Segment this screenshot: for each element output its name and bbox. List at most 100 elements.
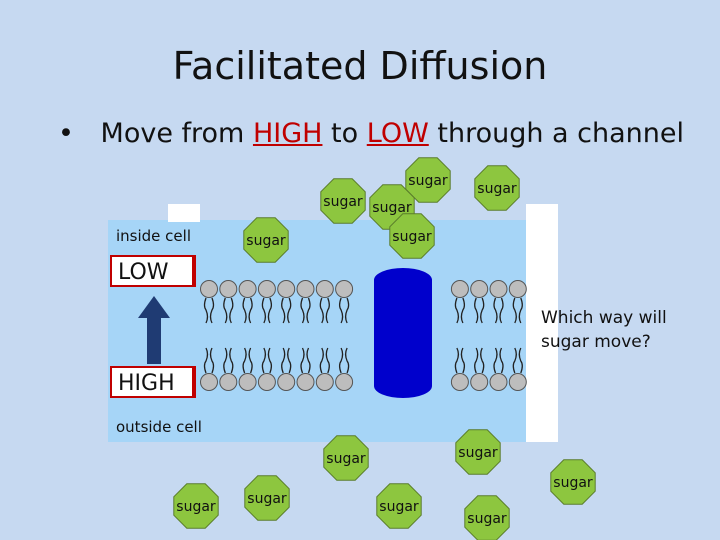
phospholipid-head <box>315 280 334 298</box>
lipid-tail <box>267 347 273 374</box>
phospholipid-head <box>200 373 218 391</box>
phospholipid-head <box>450 280 469 298</box>
lipid-tail <box>209 297 215 324</box>
lipid-tail <box>223 297 228 324</box>
phospholipid-head <box>470 280 489 298</box>
lipid-tail <box>474 297 479 324</box>
lipid-tail <box>493 347 498 374</box>
sugar-label: sugar <box>323 194 363 210</box>
sugar-molecule <box>474 165 520 211</box>
phospholipid-head <box>257 280 276 298</box>
lipid-tail <box>338 347 344 374</box>
lipid-tail <box>287 297 292 324</box>
up-arrow <box>138 296 170 364</box>
lipid-tail <box>306 347 311 374</box>
phospholipid-head <box>508 280 527 298</box>
sugar-molecule <box>405 157 451 203</box>
lipid-tail <box>261 347 267 374</box>
sugar-label: sugar <box>392 229 432 245</box>
question-text: Which way will sugar move? <box>541 306 667 354</box>
arrow-shaft <box>147 318 161 364</box>
lipid-tail <box>306 297 311 324</box>
phospholipid-head <box>277 280 296 298</box>
lipid-tail <box>287 347 292 374</box>
bullet-text-pre: Move from <box>100 118 245 149</box>
lipid-tail <box>512 297 517 324</box>
question-line-2: sugar move? <box>541 332 651 352</box>
sugar-molecule <box>320 178 366 224</box>
sugar-label: sugar <box>247 491 287 507</box>
sugar-label: sugar <box>408 173 448 189</box>
sugar-molecule <box>376 483 422 529</box>
outside-cell-label: outside cell <box>116 418 202 436</box>
lipid-tail <box>223 347 228 374</box>
white-strip-right <box>526 204 558 442</box>
sugar-label: sugar <box>326 451 366 467</box>
lipid-tail <box>209 347 215 374</box>
question-line-1: Which way will <box>541 308 667 328</box>
phospholipid-head <box>277 373 296 391</box>
lipid-tail <box>480 297 485 324</box>
arrow-head <box>138 296 170 318</box>
lipid-tail <box>344 347 350 374</box>
lipid-tail <box>325 297 330 324</box>
phospholipid-head <box>219 373 238 391</box>
lipid-tail <box>281 297 286 324</box>
phospholipid-head <box>257 373 276 391</box>
lipid-tail <box>480 347 485 374</box>
sugar-label: sugar <box>372 200 412 216</box>
phospholipid-head <box>489 373 508 391</box>
sugar-molecule <box>389 213 435 259</box>
lipid-tail <box>300 347 305 374</box>
sugar-molecule <box>173 483 219 529</box>
sugar-label: sugar <box>467 511 507 527</box>
sugar-label: sugar <box>477 181 517 197</box>
lipid-tail <box>460 297 466 324</box>
slide-title: Facilitated Diffusion <box>172 44 548 88</box>
phospholipid-head <box>450 373 469 391</box>
sugar-label: sugar <box>553 475 593 491</box>
channel-bottom <box>374 374 432 398</box>
lipid-tail <box>248 347 253 374</box>
lipid-tail <box>267 297 273 324</box>
bullet-low-word: LOW <box>366 118 429 149</box>
sugar-label: sugar <box>379 499 419 515</box>
phospholipid-head <box>335 373 354 391</box>
lipid-tail <box>338 297 344 324</box>
lipid-tail <box>325 347 330 374</box>
lipid-tail <box>460 347 466 374</box>
lipid-tail <box>229 347 234 374</box>
sugar-molecules: sugar sugar sugar sugar sugar sugar sugar sugar… <box>173 157 596 540</box>
lipid-bilayer <box>200 280 527 391</box>
phospholipid-head <box>296 280 315 298</box>
phospholipid-head <box>238 280 257 298</box>
sugar-molecule <box>464 495 510 540</box>
lipid-tail <box>300 297 305 324</box>
inside-cell-label: inside cell <box>116 227 191 245</box>
lipid-tail <box>319 347 324 374</box>
sugar-molecule <box>243 217 289 263</box>
lipid-tail <box>474 347 479 374</box>
phospholipid-head <box>315 373 334 391</box>
phospholipid-head <box>238 373 257 391</box>
lipid-tail <box>261 297 267 324</box>
phospholipid-head <box>470 373 489 391</box>
bullet-text-mid: to <box>331 118 359 149</box>
sugar-label: sugar <box>458 445 498 461</box>
bullet-dot: • <box>58 118 74 149</box>
lipid-tail <box>493 297 498 324</box>
sugar-molecule <box>244 475 290 521</box>
sugar-molecule <box>550 459 596 505</box>
lipid-tail <box>248 297 253 324</box>
sugar-molecule <box>455 429 501 475</box>
lipid-tail <box>229 297 234 324</box>
lipid-tail <box>499 347 504 374</box>
transport-channel <box>374 268 432 398</box>
lipid-tail <box>518 347 523 374</box>
phospholipid-head <box>296 373 315 391</box>
lipid-tail <box>454 297 460 324</box>
lipid-tail <box>319 297 324 324</box>
phospholipid-head <box>489 280 508 298</box>
phospholipid-head <box>508 373 527 391</box>
lipid-tail <box>344 297 350 324</box>
